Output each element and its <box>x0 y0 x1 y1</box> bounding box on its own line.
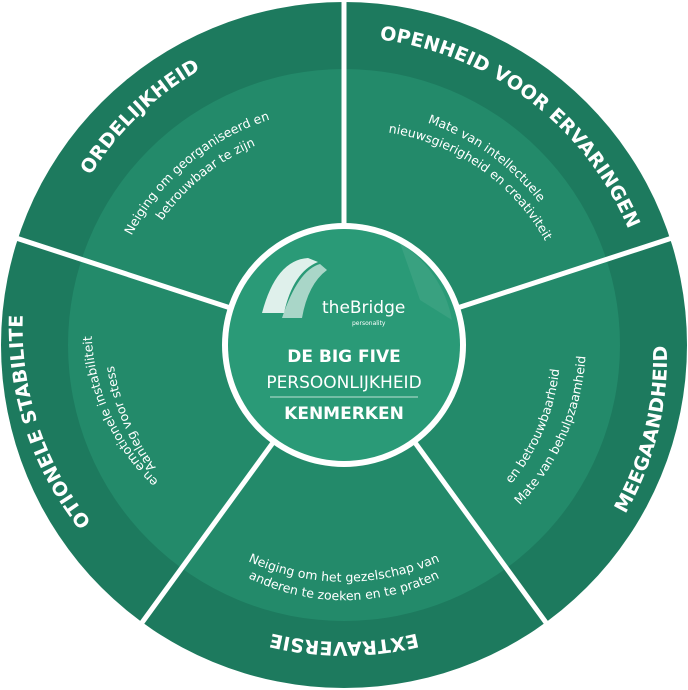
bridge-arch-icon <box>262 258 327 318</box>
center-hub-highlight <box>400 243 452 320</box>
center-title-line2: PERSOONLIJKHEID <box>266 373 421 393</box>
logo-name: theBridge <box>322 298 405 318</box>
center-title-line1: DE BIG FIVE <box>287 347 401 367</box>
center-hub-circle <box>228 229 460 461</box>
center-title-line3: KENMERKEN <box>284 404 404 424</box>
logo-subtitle: personality <box>352 320 386 327</box>
center-hub: theBridge personality DE BIG FIVE PERSOO… <box>222 223 466 467</box>
